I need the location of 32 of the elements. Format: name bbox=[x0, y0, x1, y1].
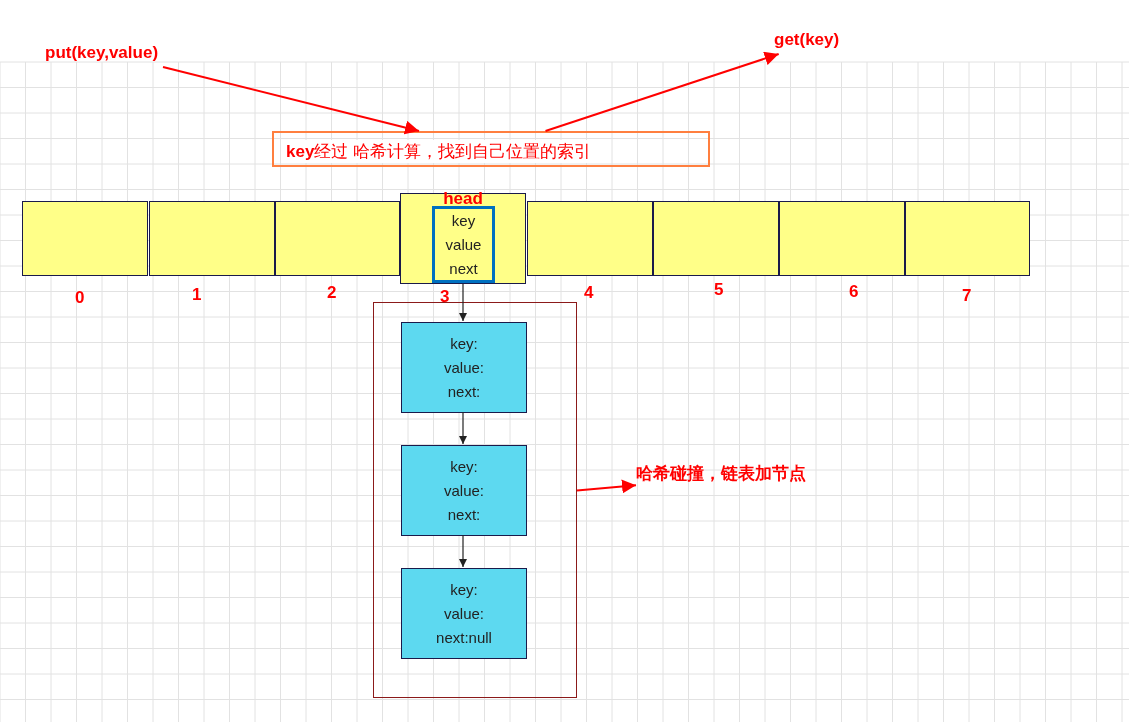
index-number: 3 bbox=[440, 287, 450, 307]
array-cell bbox=[653, 201, 779, 276]
group-frame bbox=[373, 302, 577, 698]
index-number: 5 bbox=[714, 280, 724, 300]
array-cell bbox=[905, 201, 1030, 276]
index-number: 1 bbox=[192, 285, 202, 305]
annotation-text: 哈希碰撞，链表加节点 bbox=[636, 462, 856, 488]
arrow bbox=[544, 51, 780, 132]
index-number: 4 bbox=[584, 283, 594, 303]
arrow bbox=[576, 479, 637, 494]
list-node-box: key: value: next: bbox=[401, 322, 527, 413]
arrow bbox=[458, 534, 468, 568]
index-number: 2 bbox=[327, 283, 337, 303]
method-label: put(key,value) bbox=[45, 43, 185, 67]
array-cell bbox=[275, 201, 400, 276]
array-cell bbox=[779, 201, 905, 276]
note-box: key经过 哈希计算，找到自己位置的索引 bbox=[272, 131, 710, 167]
list-node-box: key: value: next:null bbox=[401, 568, 527, 659]
index-number: 0 bbox=[75, 288, 85, 308]
arrow bbox=[458, 283, 468, 322]
arrow bbox=[458, 411, 468, 445]
index-number: 7 bbox=[962, 286, 972, 306]
array-cell bbox=[22, 201, 148, 276]
array-cell bbox=[149, 201, 275, 276]
entry-box: key value next bbox=[432, 206, 495, 283]
list-node-box: key: value: next: bbox=[401, 445, 527, 536]
heading-label: head bbox=[442, 190, 484, 208]
index-number: 6 bbox=[849, 282, 859, 302]
array-cell bbox=[527, 201, 653, 276]
method-label: get(key) bbox=[774, 30, 856, 54]
arrow bbox=[162, 66, 420, 135]
array-cell bbox=[400, 193, 526, 284]
